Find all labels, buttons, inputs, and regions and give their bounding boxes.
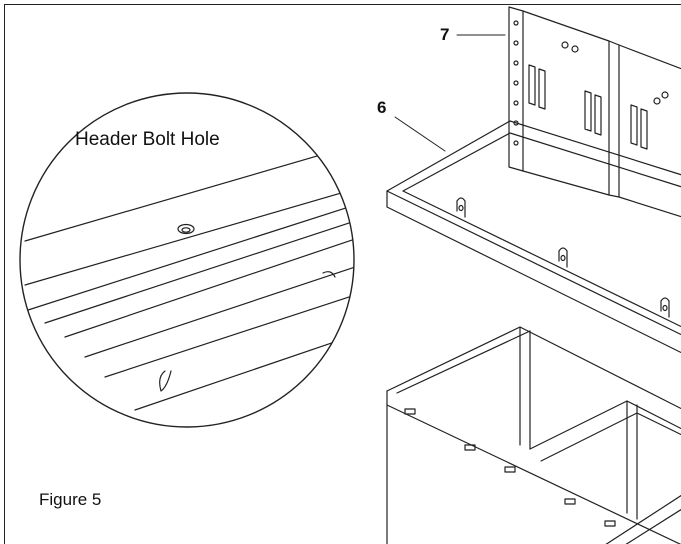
detail-circle-outline [19,92,355,428]
detail-callout-label: Header Bolt Hole [75,129,220,150]
part-7-number: 7 [440,25,450,44]
part-6-header-frame [386,120,681,354]
detail-magnifier [19,92,355,428]
panel-hole-icon [513,20,669,146]
cabinet-hinge-icon [404,408,616,527]
figure-caption: Figure 5 [39,490,102,509]
header-edge-line [104,294,354,378]
part-6-number: 6 [377,98,387,117]
header-edge-line [134,334,354,411]
header-curl-line [159,370,172,392]
part-7-back-panels [508,6,681,218]
header-edge-line [24,188,354,286]
figure-frame: Header Bolt Hole 7 6 Figure 5 [4,4,681,544]
header-edge-line [24,144,354,242]
header-curl-line [322,271,336,278]
assembly-drawing [19,6,681,544]
frame-bracket-icon [456,197,670,318]
header-edge-line [64,238,354,338]
header-edge-line [84,266,354,358]
header-edge-line [24,204,354,312]
bolt-hole-icon [177,223,195,235]
header-edge-line [44,220,354,324]
panel-slot-icon [528,64,648,150]
base-cabinet [386,326,681,544]
part-6-leader-line [394,116,446,152]
